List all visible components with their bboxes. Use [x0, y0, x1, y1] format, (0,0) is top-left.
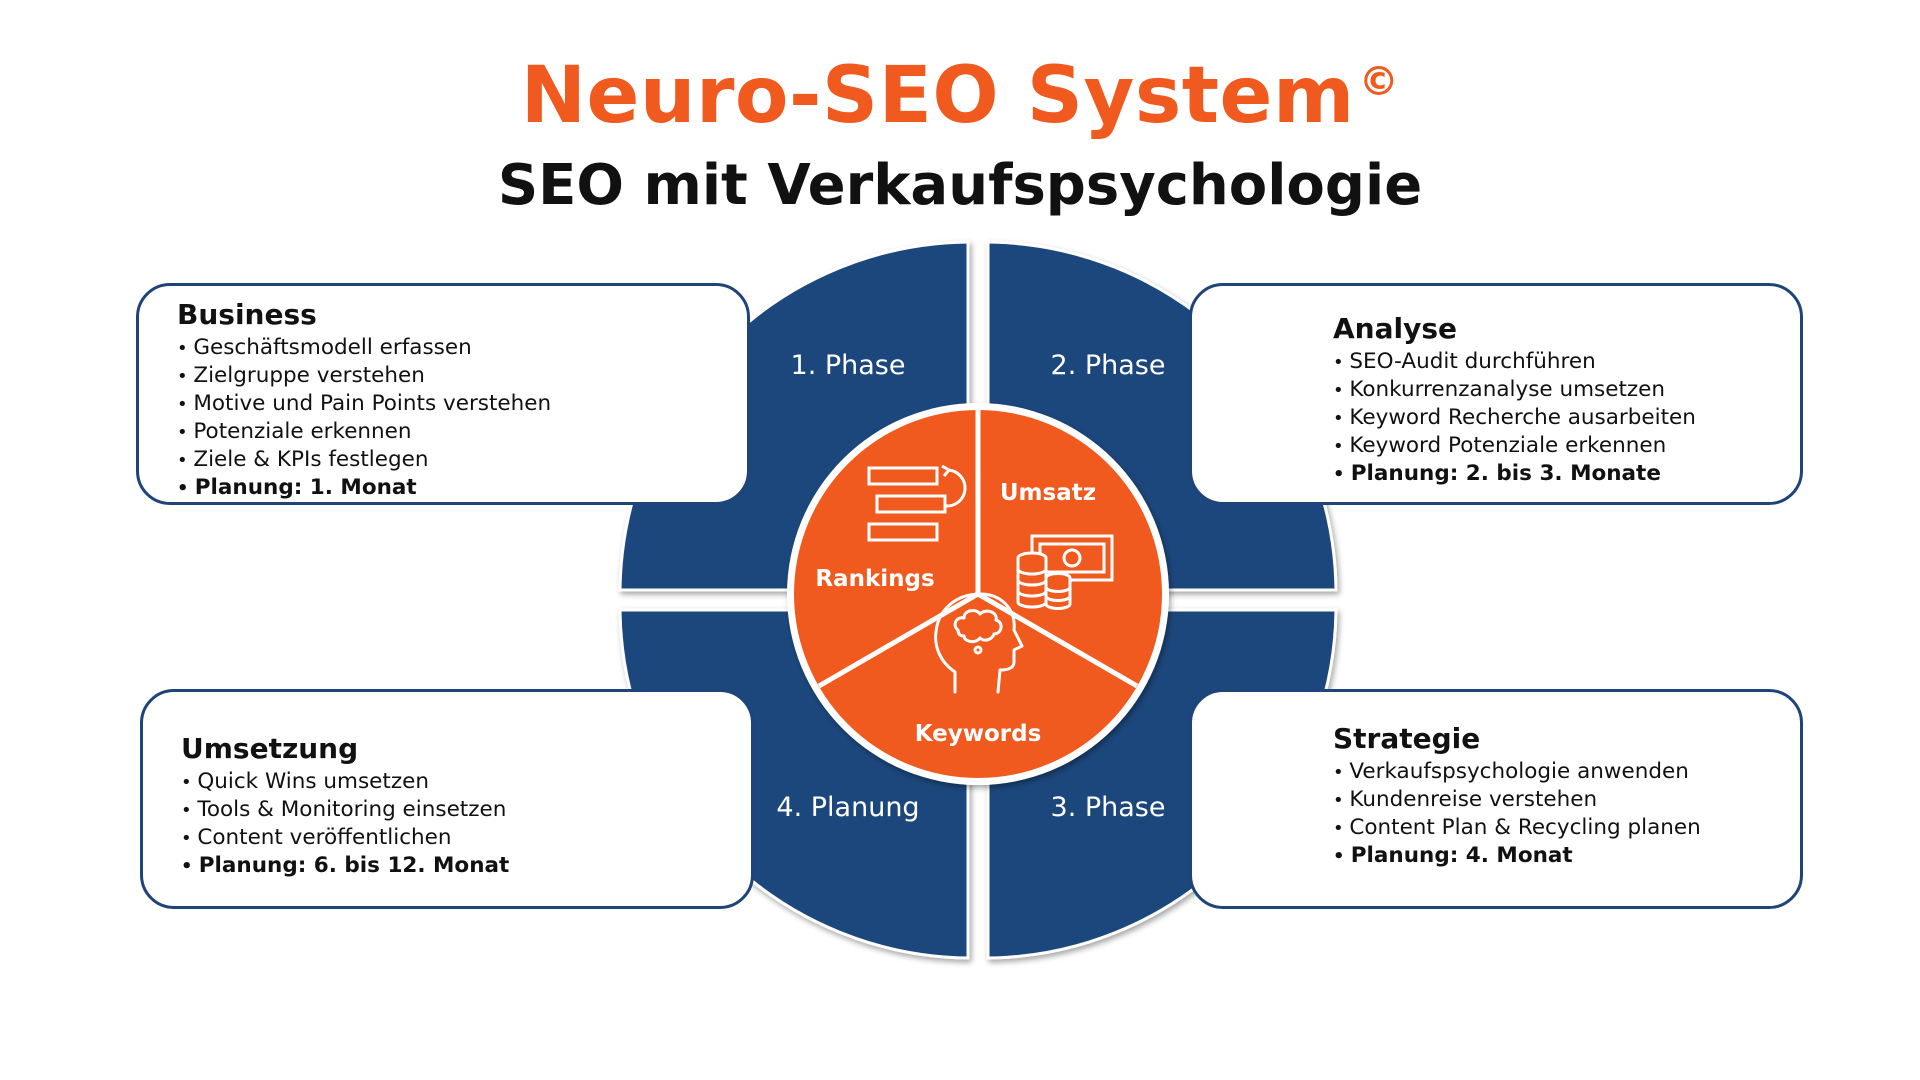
list-item: Verkaufspsychologie anwenden [1333, 758, 1800, 786]
box-strategie-title: Strategie [1333, 722, 1481, 755]
planning-item: Planung: 4. Monat [1333, 842, 1800, 870]
box-analyse: Analyse SEO-Audit durchführen Konkurrenz… [1189, 283, 1803, 505]
page-subtitle: SEO mit Verkaufspsychologie [497, 153, 1423, 218]
box-business: Business Geschäftsmodell erfassen Zielgr… [136, 283, 750, 505]
list-item: Quick Wins umsetzen [181, 768, 751, 796]
ranking-list-icon [867, 464, 967, 542]
box-strategie: Strategie Verkaufspsychologie anwenden K… [1189, 689, 1803, 909]
list-item: Content veröffentlichen [181, 824, 751, 852]
box-umsetzung: Umsetzung Quick Wins umsetzen Tools & Mo… [140, 689, 754, 909]
box-business-list: Geschäftsmodell erfassen Zielgruppe vers… [177, 334, 747, 502]
list-item: Kundenreise verstehen [1333, 786, 1800, 814]
list-item: Potenziale erkennen [177, 418, 747, 446]
list-item: SEO-Audit durchführen [1333, 348, 1800, 376]
box-analyse-title: Analyse [1333, 312, 1458, 345]
list-item: Keyword Recherche ausarbeiten [1333, 404, 1800, 432]
segment-label-umsatz: Umsatz [1000, 480, 1096, 506]
box-strategie-list: Verkaufspsychologie anwenden Kundenreise… [1333, 758, 1800, 870]
page-title: Neuro-SEO System© [0, 51, 1920, 142]
center-dividers [817, 410, 1139, 689]
money-coins-icon [1016, 534, 1114, 610]
list-item: Konkurrenzanalyse umsetzen [1333, 376, 1800, 404]
segment-label-rankings: Rankings [815, 566, 934, 592]
quadrant-label-1: 1. Phase [791, 350, 906, 381]
list-item: Content Plan & Recycling planen [1333, 814, 1800, 842]
brain-head-icon [934, 592, 1024, 694]
box-analyse-list: SEO-Audit durchführen Konkurrenzanalyse … [1333, 348, 1800, 488]
list-item: Ziele & KPIs festlegen [177, 446, 747, 474]
list-item: Geschäftsmodell erfassen [177, 334, 747, 362]
list-item: Keyword Potenziale erkennen [1333, 432, 1800, 460]
list-item: Tools & Monitoring einsetzen [181, 796, 751, 824]
box-business-title: Business [177, 298, 317, 331]
planning-item: Planung: 6. bis 12. Monat [181, 852, 751, 880]
planning-item: Planung: 1. Monat [177, 474, 747, 502]
box-umsetzung-title: Umsetzung [181, 732, 359, 765]
list-item: Motive und Pain Points verstehen [177, 390, 747, 418]
quadrant-label-3: 3. Phase [1051, 792, 1166, 823]
box-umsetzung-list: Quick Wins umsetzen Tools & Monitoring e… [181, 768, 751, 880]
quadrant-label-4: 4. Planung [776, 792, 919, 823]
segment-label-keywords: Keywords [915, 721, 1042, 747]
list-item: Zielgruppe verstehen [177, 362, 747, 390]
planning-item: Planung: 2. bis 3. Monate [1333, 460, 1800, 488]
copyright-symbol: © [1358, 59, 1400, 105]
title-text: Neuro-SEO System [520, 51, 1355, 141]
quadrant-label-2: 2. Phase [1051, 350, 1166, 381]
